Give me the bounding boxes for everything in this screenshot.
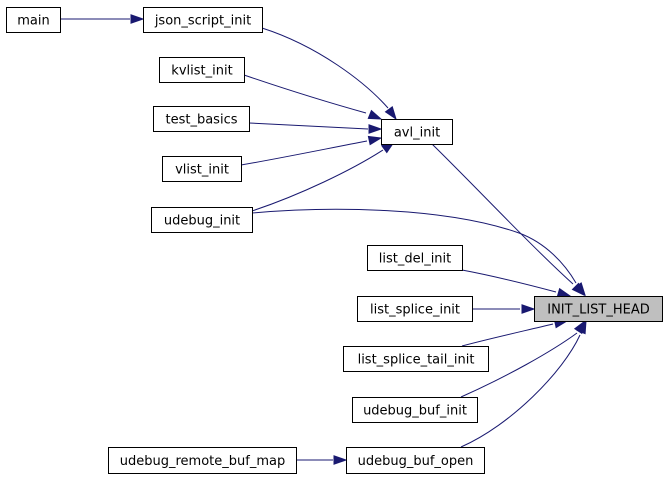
edge-line (251, 208, 577, 284)
node-label: kvlist_init (171, 64, 232, 79)
edge-line (240, 140, 368, 166)
edge-line (261, 27, 389, 109)
edge-udebug-init-to-init-list-head (251, 208, 586, 297)
edge-line (431, 143, 574, 285)
node-box (367, 245, 463, 271)
arrowhead-icon (521, 304, 536, 314)
arrowhead-icon (576, 319, 587, 335)
node-label: list_splice_init (370, 303, 460, 318)
edge-line (461, 323, 554, 347)
node-label: main (17, 14, 49, 29)
node-label: list_splice_tail_init (358, 353, 475, 368)
edge-list-splice-init-to-init-list-head (472, 304, 536, 314)
arrowhead-icon (368, 124, 383, 134)
arrowhead-icon (367, 109, 383, 120)
edge-list-del-init-to-init-list-head (461, 269, 572, 298)
node-box (343, 346, 489, 372)
edge-line (460, 332, 578, 398)
edge-line (461, 269, 557, 293)
edge-kvlist-init-to-avl-init (243, 74, 383, 120)
node-label: avl_init (394, 126, 440, 141)
node-udebug-buf-init[interactable]: udebug_buf_init (352, 397, 478, 423)
node-box (143, 7, 263, 33)
node-list-splice-tail-init[interactable]: list_splice_tail_init (343, 346, 489, 372)
node-udebug-init[interactable]: udebug_init (151, 207, 253, 233)
node-box (352, 397, 478, 423)
node-box (151, 207, 253, 233)
node-label: udebug_buf_open (358, 454, 474, 469)
edge-list-splice-tail-init-to-init-list-head (461, 318, 569, 347)
arrowhead-icon (367, 135, 383, 146)
edge-line (460, 334, 581, 448)
node-label: udebug_init (164, 214, 240, 229)
node-label: INIT_LIST_HEAD (547, 303, 650, 318)
arrowhead-icon (333, 455, 348, 465)
node-label: test_basics (166, 113, 238, 128)
edge-avl-init-to-init-list-head (431, 143, 586, 297)
edge-udebug-remote-buf-map-to-udebug-buf-open (296, 455, 348, 465)
node-list-splice-init[interactable]: list_splice_init (357, 296, 473, 322)
edge-test-basics-to-avl-init (248, 122, 383, 134)
node-box (153, 106, 250, 132)
node-avl-init[interactable]: avl_init (381, 119, 453, 145)
node-kvlist-init[interactable]: kvlist_init (159, 57, 245, 83)
nodes-layer: main json_script_init kvlist_init test_basi… (6, 7, 663, 474)
edge-udebug-init-to-avl-init (251, 141, 396, 212)
edge-line (243, 74, 367, 114)
node-box (357, 296, 473, 322)
node-box (346, 447, 485, 474)
arrowhead-icon (556, 287, 572, 298)
node-label: udebug_buf_init (363, 404, 467, 419)
node-box (6, 7, 61, 33)
node-label: json_script_init (154, 14, 251, 29)
node-test-basics[interactable]: test_basics (153, 106, 250, 132)
node-box (381, 119, 453, 145)
node-list-del-init[interactable]: list_del_init (367, 245, 463, 271)
node-main[interactable]: main (6, 7, 61, 33)
node-udebug-remote-buf-map[interactable]: udebug_remote_buf_map (108, 447, 297, 474)
node-init-list-head: INIT_LIST_HEAD (534, 296, 663, 322)
arrowhead-icon (384, 105, 397, 121)
arrowhead-icon (573, 282, 586, 297)
node-json-script-init[interactable]: json_script_init (143, 7, 263, 33)
node-box (534, 296, 663, 322)
edge-main-to-json-script-init (60, 14, 145, 24)
node-box (108, 447, 297, 474)
edge-udebug-buf-open-to-init-list-head (460, 319, 587, 448)
node-label: list_del_init (379, 252, 452, 267)
node-box (162, 156, 242, 182)
node-label: vlist_init (175, 163, 229, 178)
node-udebug-buf-open[interactable]: udebug_buf_open (346, 447, 485, 474)
arrowhead-icon (130, 14, 145, 24)
edges-layer (60, 14, 587, 465)
node-vlist-init[interactable]: vlist_init (162, 156, 242, 182)
edge-line (251, 149, 384, 212)
edge-line (248, 122, 369, 130)
node-label: udebug_remote_buf_map (120, 454, 285, 469)
edge-vlist-init-to-avl-init (240, 135, 383, 166)
node-box (159, 57, 245, 83)
edge-json-script-init-to-avl-init (261, 27, 397, 121)
